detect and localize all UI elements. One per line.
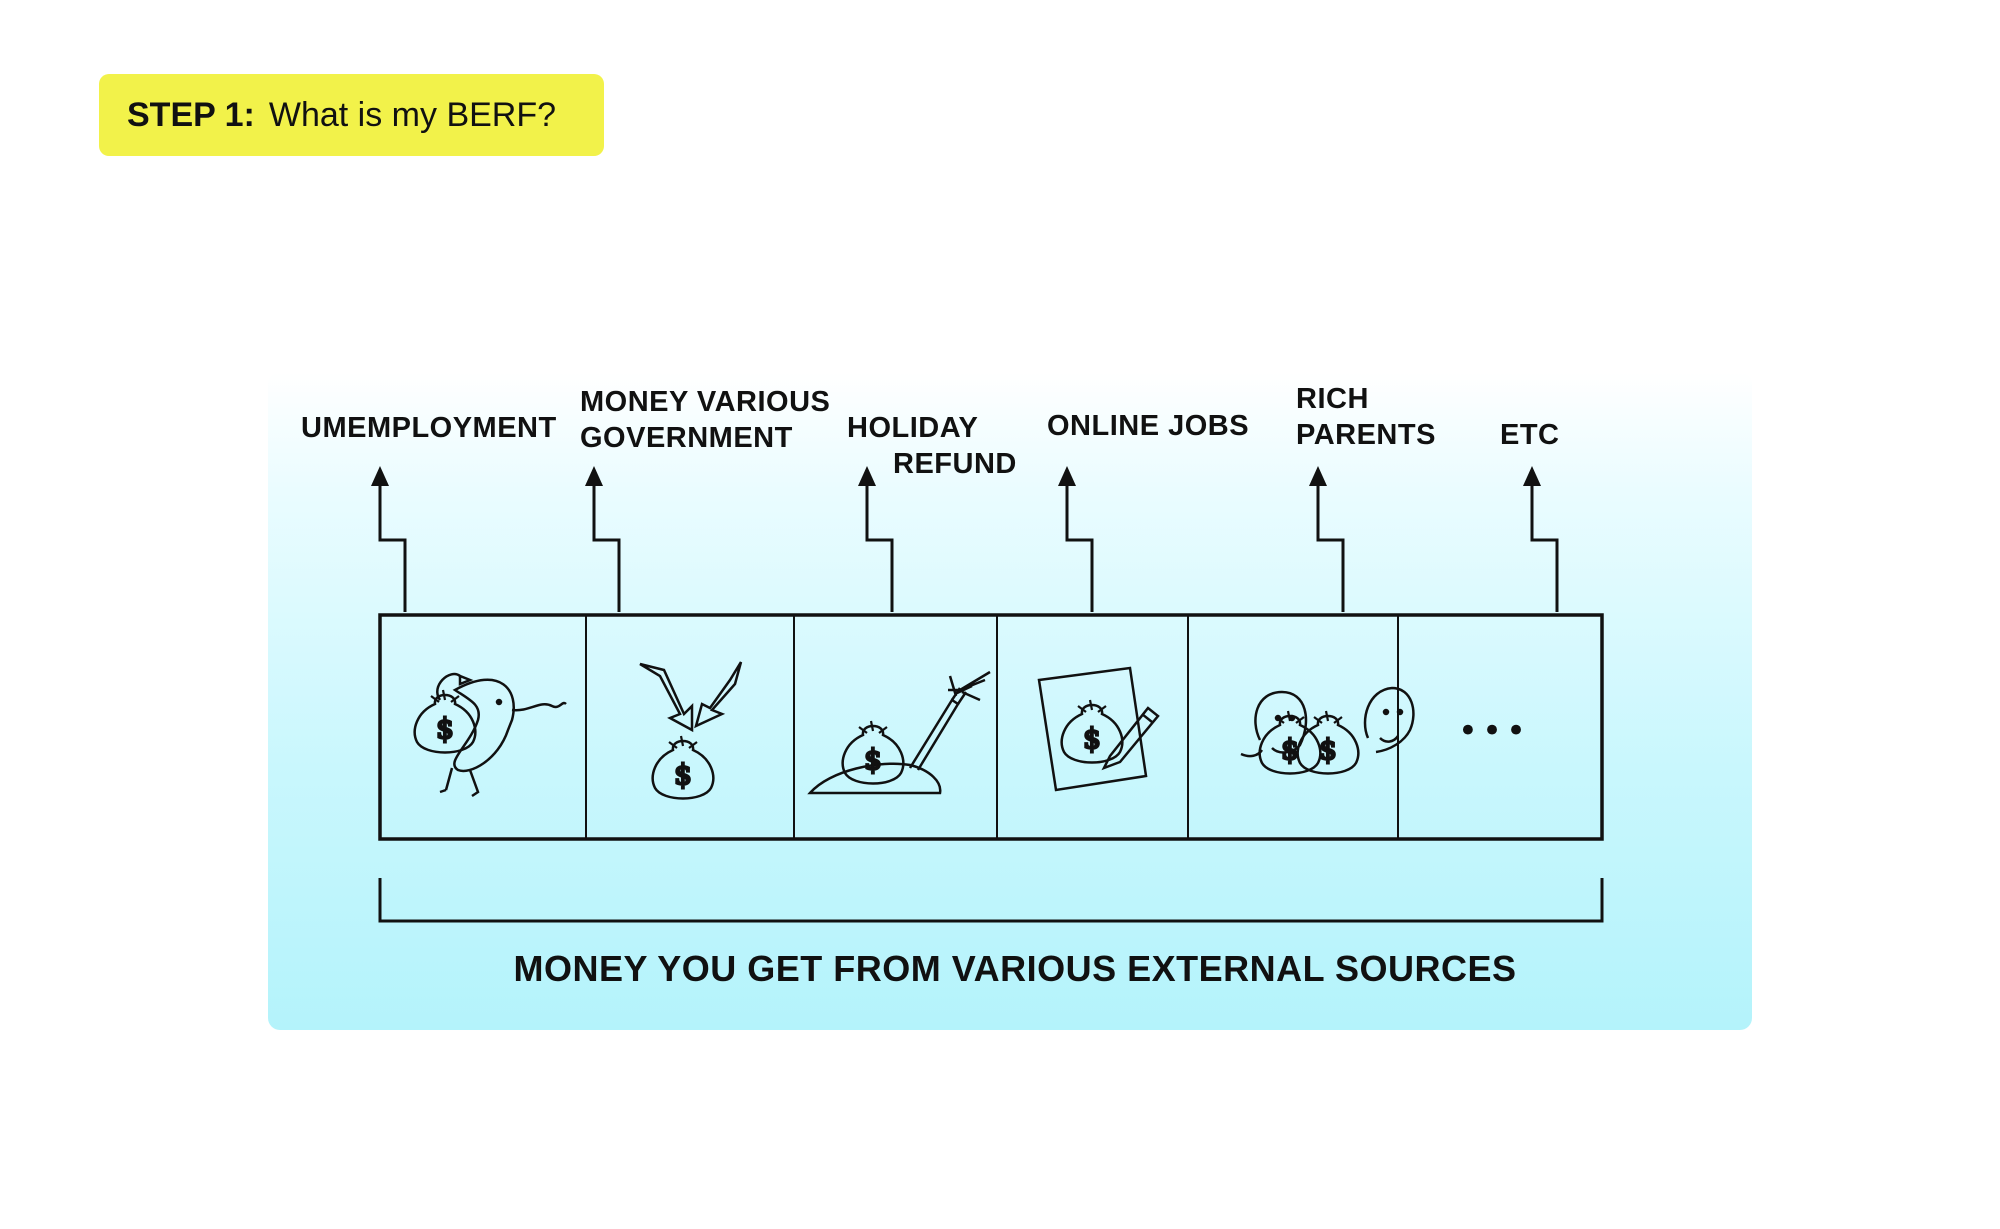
bracket [378, 878, 1604, 923]
arrowheads [371, 466, 1541, 486]
money-bag-with-figure-icon [413, 672, 567, 798]
category-label-rich-parents: RICH PARENTS [1296, 383, 1436, 451]
step-badge: STEP 1: What is my BERF? [99, 74, 604, 156]
category-label-refund: REFUND [893, 448, 1017, 480]
category-label-government: MONEY VARIOUS GOVERNMENT [580, 386, 831, 454]
cell-dividers [585, 615, 1399, 839]
category-label-etc: ETC [1500, 419, 1560, 451]
money-bag-with-arrows-icon [639, 661, 743, 800]
arrows [378, 478, 1559, 612]
category-label-unemployment: UMEMPLOYMENT [301, 412, 557, 444]
ellipsis-icon: ••• [1458, 711, 1530, 751]
category-label-holiday: HOLIDAY [847, 412, 979, 444]
step-number: STEP 1: [127, 95, 255, 134]
step-question: What is my BERF? [268, 95, 557, 134]
category-strip [378, 613, 1604, 841]
money-bag-with-pencil-icon [1037, 666, 1160, 792]
money-bag-with-faces-icon [1240, 686, 1415, 775]
money-bag-on-island-icon [807, 670, 991, 795]
footer-label: MONEY YOU GET FROM VARIOUS EXTERNAL SOUR… [513, 948, 1517, 989]
category-label-online-jobs: ONLINE JOBS [1047, 410, 1250, 442]
